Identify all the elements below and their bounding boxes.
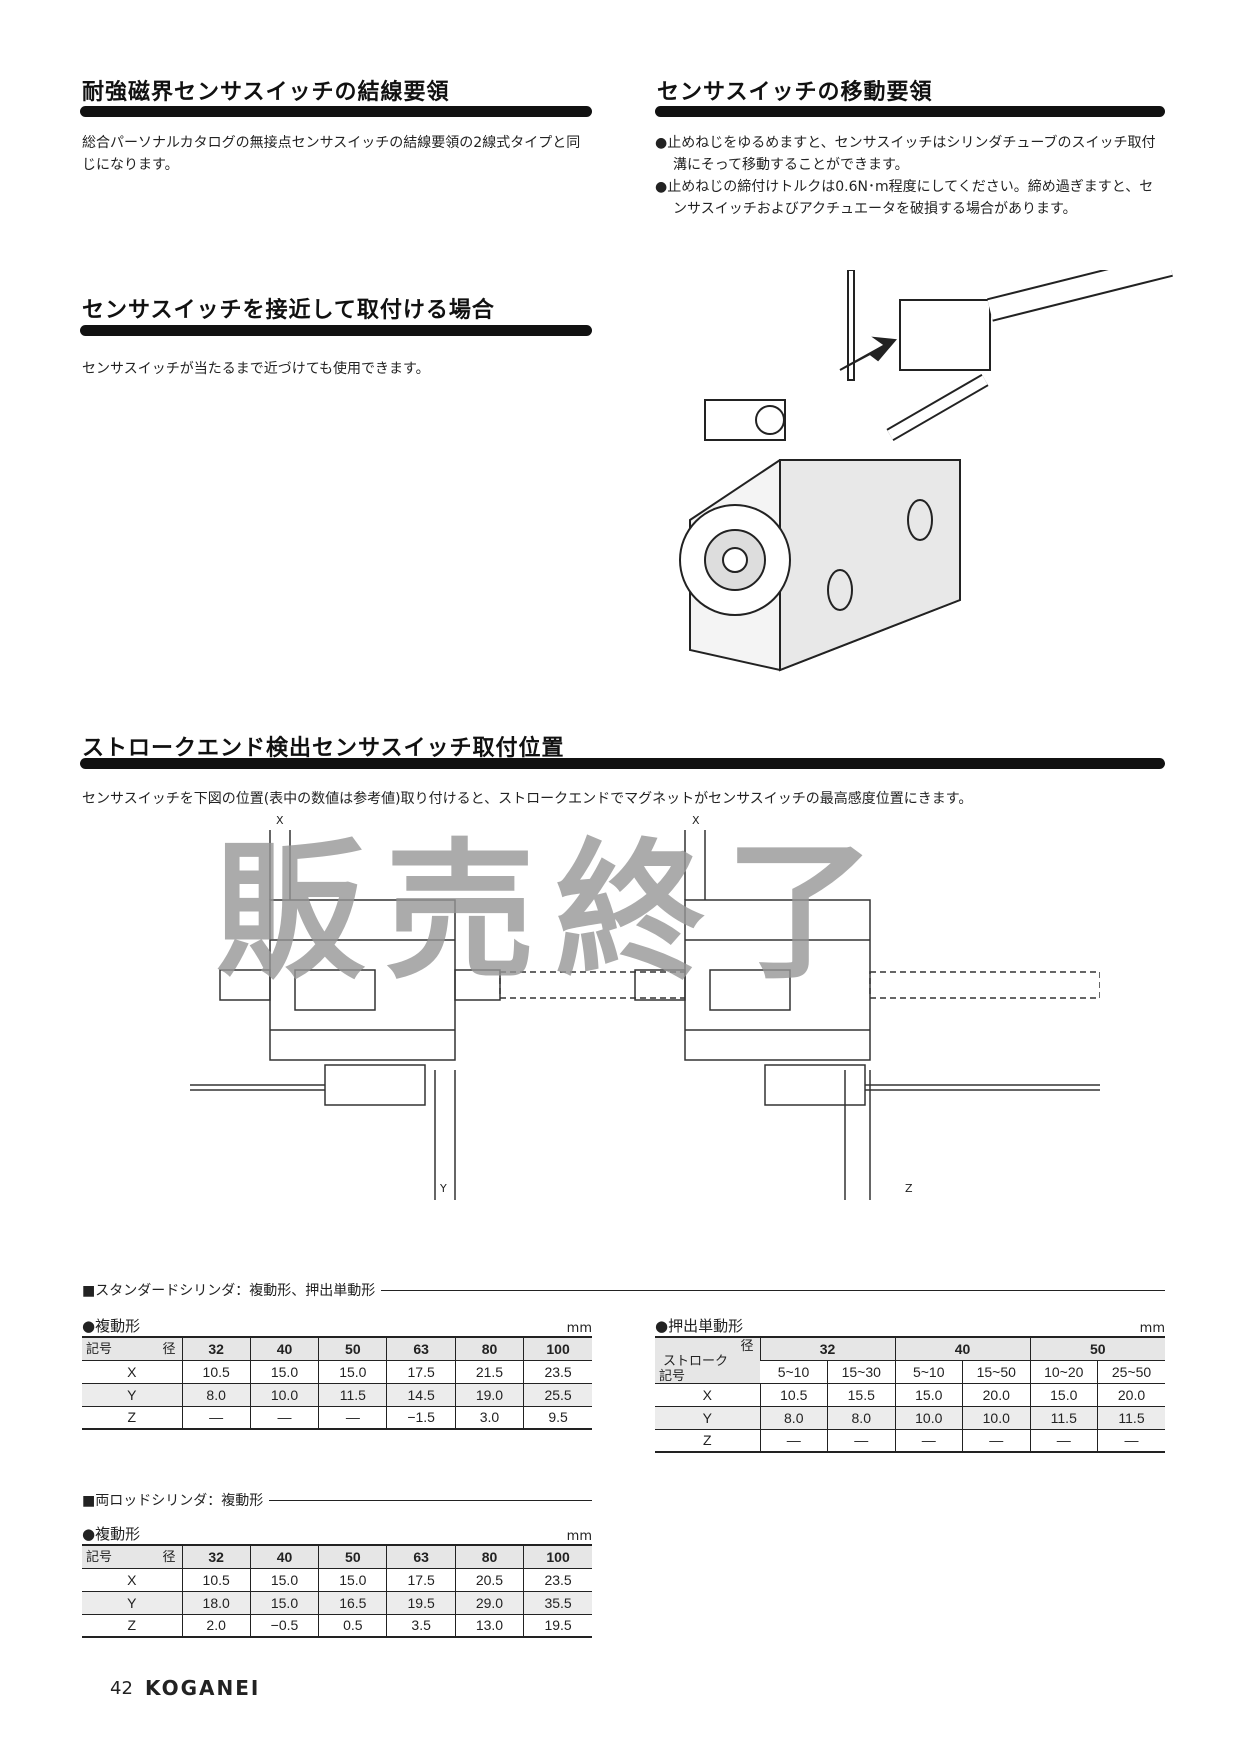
page-number: 42 <box>110 1678 133 1699</box>
heading-bar <box>80 758 1165 769</box>
moving-bullet: ●止めねじをゆるめますと、センサスイッチはシリンダチューブのスイッチ取付溝にそっ… <box>655 135 1156 173</box>
moving-bullet: ●止めねじの締付けトルクは0.6N･m程度にしてください。締め過ぎますと、センサ… <box>655 179 1154 217</box>
heading-bar <box>655 106 1165 117</box>
dim-x-right: X <box>692 814 700 827</box>
brand-logo: KOGANEI <box>145 1676 261 1700</box>
heading-bar <box>80 325 592 336</box>
dim-z: Z <box>905 1182 913 1195</box>
close-text: センサスイッチが当たるまで近づけても使用できます。 <box>82 361 430 377</box>
wiring-text: 総合パーソナルカタログの無接点センサスイッチの結線要領の2線式タイプと同じになり… <box>82 135 581 173</box>
mounting-diagram <box>190 830 1100 1200</box>
diagram-right <box>634 830 1100 1200</box>
heading-bar <box>80 106 592 117</box>
table-row: Z—————— <box>655 1429 1165 1452</box>
dim-y: Y <box>440 1182 447 1195</box>
cylinder-illustration <box>679 270 1173 672</box>
heading-close: センサスイッチを接近して取付ける場合 <box>82 298 495 323</box>
heading-position: ストロークエンド検出センサスイッチ取付位置 <box>82 736 565 761</box>
discontinued-watermark: 販売終了 <box>215 826 896 1000</box>
heading-wiring: 耐強磁界センサスイッチの結線要領 <box>82 80 450 105</box>
dim-x-left: X <box>276 814 284 827</box>
diagram-left <box>190 830 731 1200</box>
double-rod-section-title: ■両ロッドシリンダ：複動形 <box>82 1490 592 1510</box>
position-text: センサスイッチを下図の位置(表中の数値は参考値)取り付けると、ストロークエンドで… <box>82 791 973 807</box>
heading-moving: センサスイッチの移動要領 <box>657 80 933 105</box>
standard-section-title: ■スタンダードシリンダ：複動形、押出単動形 <box>82 1280 1165 1300</box>
